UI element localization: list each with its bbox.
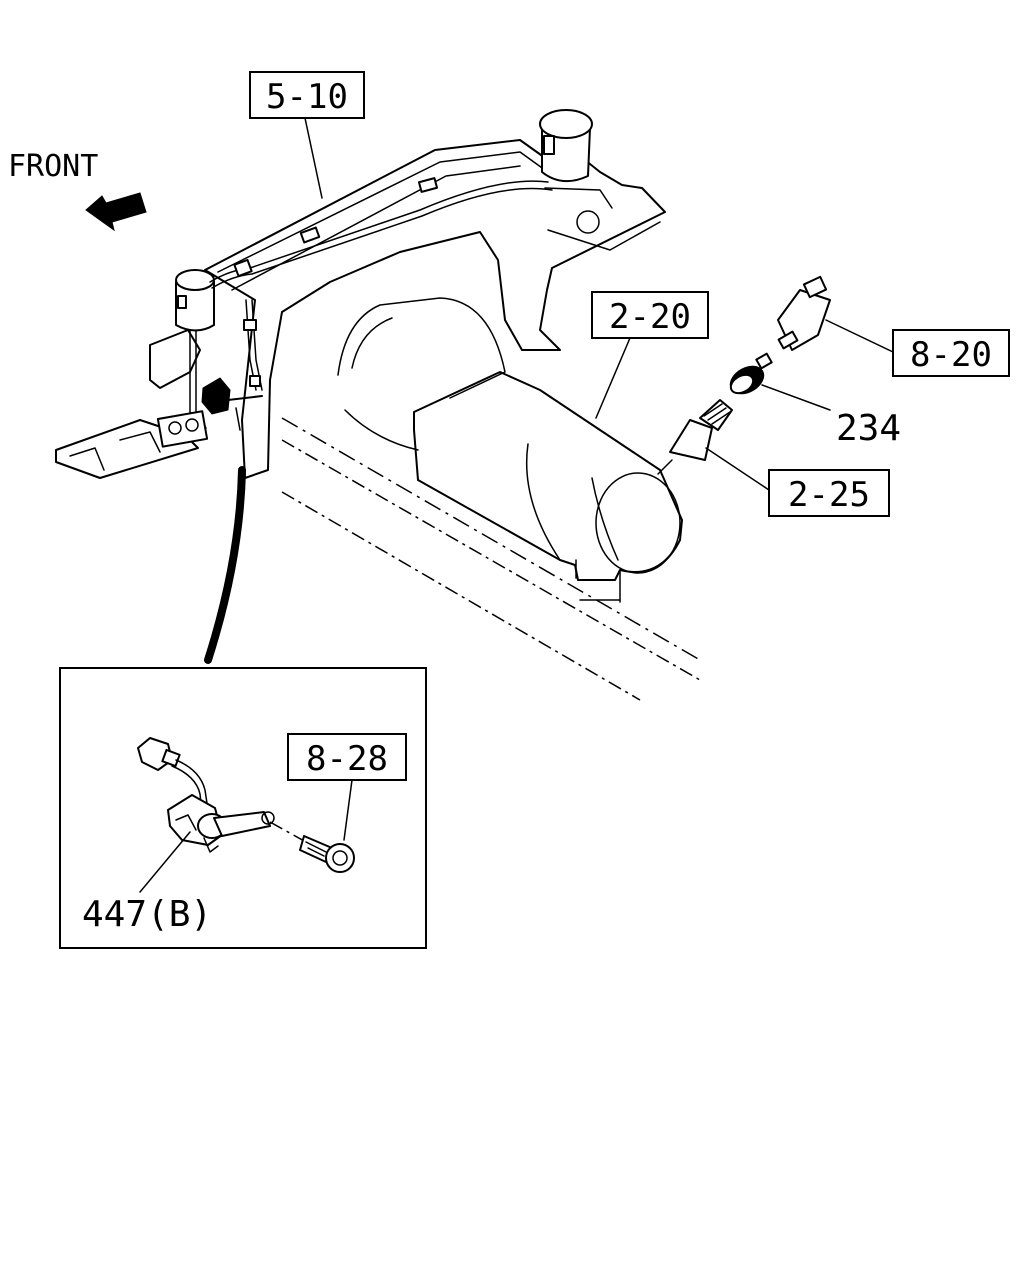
frame-rail bbox=[55, 329, 201, 479]
callout-5-10: 5-10 bbox=[249, 71, 365, 199]
inset-bolt bbox=[269, 821, 355, 873]
callout-2-25-label: 2-25 bbox=[788, 475, 870, 515]
small-reservoir bbox=[175, 269, 215, 332]
callout-8-28-label: 8-28 bbox=[306, 739, 388, 779]
leader-wire bbox=[204, 466, 246, 664]
part-447b: 447(B) bbox=[82, 831, 212, 935]
valve-block bbox=[156, 410, 209, 448]
callout-8-20-label: 8-20 bbox=[910, 335, 992, 375]
front-arrow-icon bbox=[85, 192, 147, 232]
detail-inset: 8-28 447(B) bbox=[59, 667, 427, 949]
callout-8-28: 8-28 bbox=[287, 733, 407, 841]
frame-rail-lines bbox=[281, 417, 701, 701]
leader-tip bbox=[235, 407, 241, 431]
transmission-housing bbox=[337, 297, 683, 603]
part-234: 234 bbox=[761, 384, 901, 449]
callout-2-25: 2-25 bbox=[705, 447, 890, 517]
part-234-label: 234 bbox=[836, 408, 901, 449]
callout-2-20: 2-20 bbox=[591, 291, 709, 419]
inset-connector bbox=[137, 737, 209, 813]
sensor-main-view bbox=[201, 377, 263, 415]
callout-8-20: 8-20 bbox=[825, 319, 1010, 377]
sensor-parts bbox=[657, 275, 831, 475]
callout-2-20-label: 2-20 bbox=[609, 297, 691, 337]
reservoir-tank bbox=[539, 109, 593, 183]
inset-sensor-body bbox=[167, 794, 275, 853]
part-447b-label: 447(B) bbox=[82, 894, 212, 935]
front-label: FRONT bbox=[8, 149, 98, 184]
callout-5-10-label: 5-10 bbox=[266, 77, 348, 117]
